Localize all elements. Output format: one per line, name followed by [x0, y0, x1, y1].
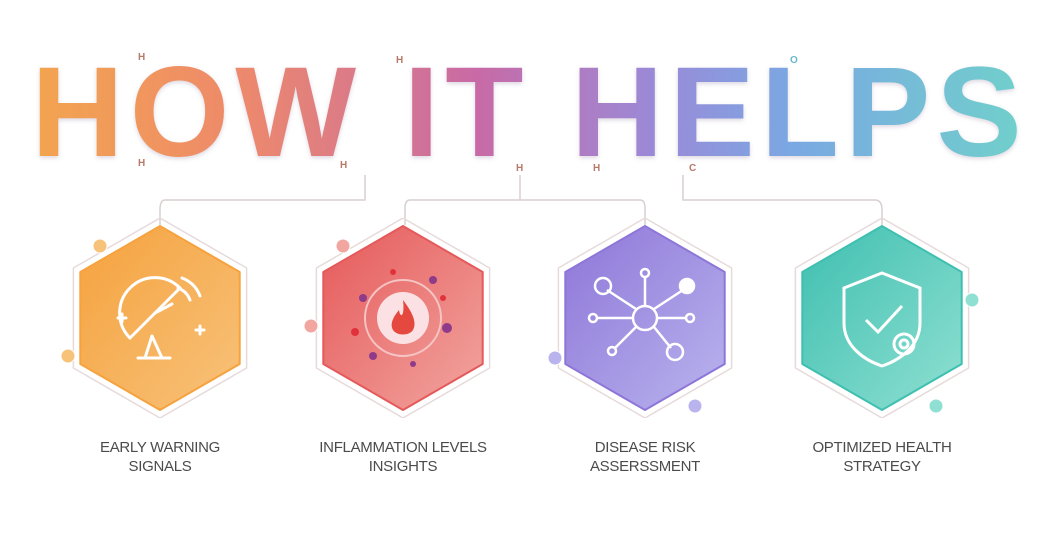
atom-label: H: [396, 55, 404, 66]
card-label: DISEASE RISK ASSERSSMENT: [525, 438, 765, 476]
hexagon-card: [60, 217, 260, 419]
satellite-dish-icon: [116, 276, 206, 360]
hexagon-shape: [547, 217, 733, 419]
label-line-2: ASSERSSMENT: [589, 458, 701, 475]
atom-label: H: [593, 163, 601, 174]
page-title: HOW IT HELPS: [0, 38, 1059, 188]
label-line-1: DISEASE RISK: [594, 439, 696, 456]
label-line-2: INSIGHTS: [368, 458, 438, 475]
card-label: EARLY WARNING SIGNALS: [40, 438, 280, 476]
inflammation-flame-icon: [351, 269, 452, 367]
atom-label: H: [138, 52, 146, 63]
atom-label: C: [689, 163, 697, 174]
label-line-2: SIGNALS: [128, 458, 192, 475]
hexagon-shape: [60, 217, 248, 419]
hexagon-card: [782, 217, 982, 419]
hexagon-shape: [794, 217, 980, 419]
label-line-1: OPTIMIZED HEALTH: [812, 439, 952, 456]
atom-label: H: [138, 158, 146, 169]
hexagon-shape: [303, 217, 491, 419]
atom-label: O: [790, 55, 798, 66]
label-line-1: EARLY WARNING: [99, 439, 220, 456]
disease-network-icon: [587, 267, 696, 362]
atom-label: H: [516, 163, 524, 174]
label-line-1: INFLAMMATION LEVELS: [319, 439, 487, 456]
card-label: INFLAMMATION LEVELS INSIGHTS: [283, 438, 523, 476]
card-label: OPTIMIZED HEALTH STRATEGY: [762, 438, 1002, 476]
label-line-2: STRATEGY: [843, 458, 921, 475]
hexagon-card: [545, 217, 745, 419]
hexagon-card: [303, 217, 503, 419]
shield-check-gear-icon: [842, 271, 922, 368]
atom-label: H: [340, 160, 348, 171]
